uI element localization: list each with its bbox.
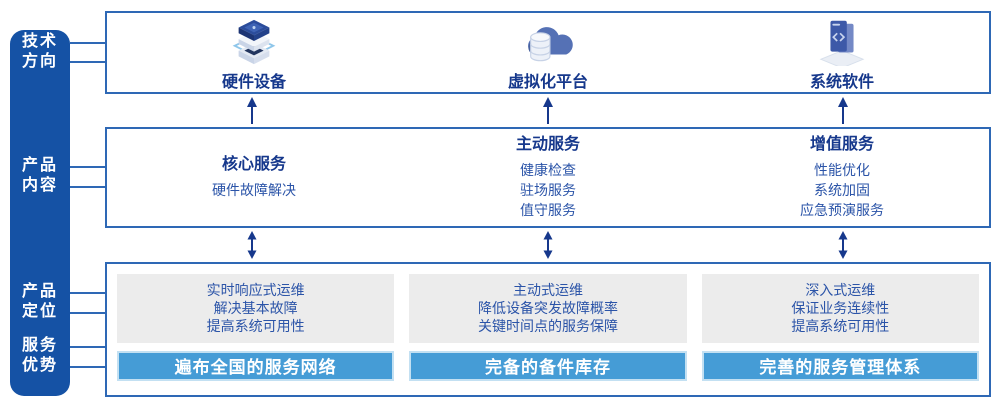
positioning-column-indepth: 深入式运维 保证业务连续性 提高系统可用性 完善的服务管理体系 [701,274,979,381]
service-item: 硬件故障解决 [212,182,296,198]
rail-label-line: 内容 [21,177,58,194]
positioning-line: 解决基本故障 [213,300,298,317]
tech-direction-panel: 硬件设备 虚拟化平台 [105,11,991,94]
positioning-line: 关键时间点的服务保障 [477,318,618,335]
advantage-banner: 完备的备件库存 [409,350,687,381]
connector-line [70,312,107,314]
rail-label-product-content: 产品 内容 [10,156,70,196]
advantage-banner: 遍布全国的服务网络 [117,350,395,381]
connector-line [70,186,107,188]
tech-item-label: 系统软件 [809,74,874,91]
rail-label-line: 产品 [21,157,58,174]
up-arrow [247,97,257,124]
up-arrow [838,97,848,124]
positioning-line: 实时响应式运维 [206,282,305,299]
positioning-line: 提高系统可用性 [206,318,305,335]
double-arrow [247,231,257,259]
service-column-title: 主动服务 [515,136,580,153]
code-window-icon [819,20,865,66]
cloud-database-icon [528,27,573,62]
service-item: 值守服务 [520,202,576,218]
connector-line [70,366,107,368]
service-item: 驻场服务 [520,182,576,198]
double-arrow [838,231,848,259]
tech-item-system-software: 系统软件 [695,13,989,92]
rail-label-line: 服务 [21,337,58,354]
connector-line [70,166,107,168]
service-column-proactive: 主动服务 健康检查 驻场服务 值守服务 [401,129,695,226]
rail-label-line: 产品 [21,283,58,300]
connector-line [70,292,107,294]
positioning-line: 降低设备突发故障概率 [477,300,618,317]
service-column-core: 核心服务 硬件故障解决 [107,129,401,226]
server-stack-icon [232,19,276,65]
double-arrow [543,231,553,259]
positioning-column-realtime: 实时响应式运维 解决基本故障 提高系统可用性 遍布全国的服务网络 [117,274,395,381]
service-column-title: 核心服务 [221,156,286,173]
positioning-column-proactive: 主动式运维 降低设备突发故障概率 关键时间点的服务保障 完备的备件库存 [409,274,687,381]
service-item: 系统加固 [814,182,870,198]
rail-label-service-advantage: 服务 优势 [10,336,70,376]
service-item: 健康检查 [520,162,576,178]
up-arrow [543,97,553,124]
service-item: 性能优化 [814,162,870,178]
rail-label-line: 方向 [21,53,58,70]
rail-label-line: 优势 [21,357,58,374]
tech-item-hardware: 硬件设备 [107,13,401,92]
tech-item-label: 虚拟化平台 [507,74,588,91]
service-column-value-added: 增值服务 性能优化 系统加固 应急预演服务 [695,129,989,226]
rail-label-line: 技术 [21,33,58,50]
positioning-text-box: 实时响应式运维 解决基本故障 提高系统可用性 [117,274,395,343]
service-item: 应急预演服务 [800,202,884,218]
rail-label-product-positioning: 产品 定位 [10,282,70,322]
service-column-title: 增值服务 [809,136,874,153]
positioning-line: 提高系统可用性 [791,318,890,335]
tech-item-virtualization: 虚拟化平台 [401,13,695,92]
tech-item-label: 硬件设备 [221,74,286,91]
connector-line [70,42,107,44]
category-rail: 技术 方向 产品 内容 产品 定位 服务 优势 [10,30,70,396]
positioning-line: 保证业务连续性 [791,300,890,317]
positioning-text-box: 主动式运维 降低设备突发故障概率 关键时间点的服务保障 [409,274,687,343]
connector-line [70,346,107,348]
connector-line [70,61,107,63]
product-content-panel: 核心服务 硬件故障解决 主动服务 健康检查 驻场服务 值守服务 增值服务 性能优… [105,127,991,228]
positioning-text-box: 深入式运维 保证业务连续性 提高系统可用性 [701,274,979,343]
rail-label-tech-direction: 技术 方向 [10,32,70,72]
rail-label-line: 定位 [21,303,58,320]
positioning-line: 主动式运维 [512,282,583,299]
positioning-line: 深入式运维 [805,282,876,299]
advantage-banner: 完善的服务管理体系 [701,350,979,381]
positioning-panel: 实时响应式运维 解决基本故障 提高系统可用性 遍布全国的服务网络 主动式运维 降… [105,262,991,397]
